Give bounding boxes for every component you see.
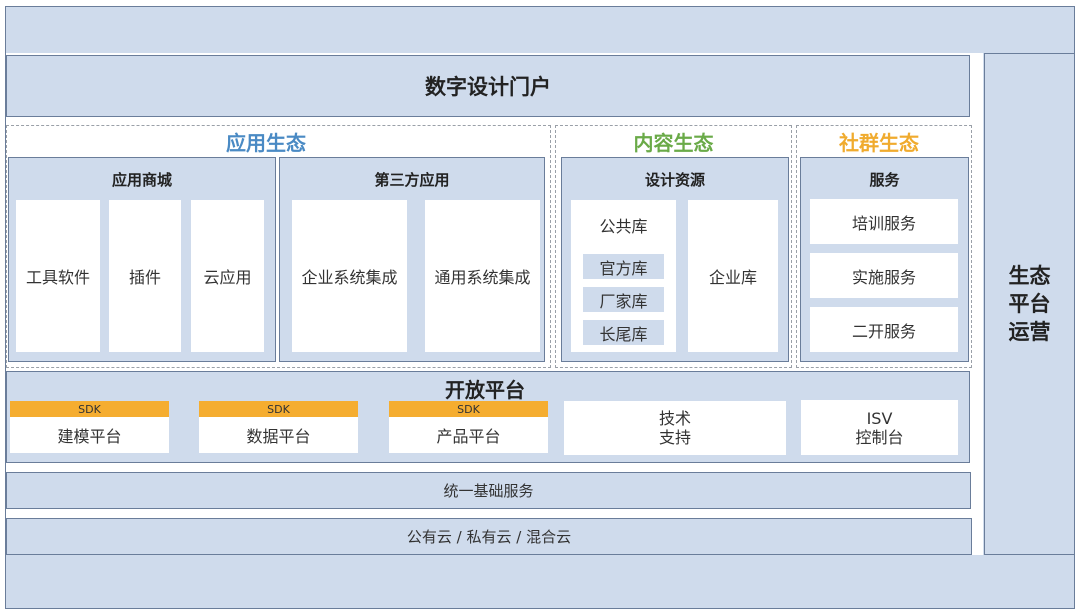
design-resources-title: 设计资源: [644, 170, 705, 189]
sdk-card-data[interactable]: SDK 数据平台: [199, 401, 358, 453]
sdk-card-label: 建模平台: [10, 417, 169, 453]
base-services-label: 统一基础服务: [443, 482, 534, 500]
operations-line-1: 生态: [1008, 264, 1051, 288]
service-implementation[interactable]: 实施服务: [810, 253, 958, 298]
app-ecosystem-region: [6, 125, 551, 368]
sdk-badge: SDK: [10, 401, 169, 417]
public-lib-official[interactable]: 官方库: [583, 254, 664, 279]
item-label: 二开服务: [851, 321, 916, 341]
service-training[interactable]: 培训服务: [810, 199, 958, 244]
item-label: 插件: [128, 268, 161, 287]
operations-column[interactable]: 生态 平台 运营: [984, 53, 1075, 555]
item-label: 企业系统集成: [301, 268, 398, 287]
item-label: 长尾库: [599, 324, 648, 344]
public-lib-longtail[interactable]: 长尾库: [583, 320, 664, 345]
sdk-badge: SDK: [389, 401, 548, 417]
sdk-card-label: 产品平台: [389, 417, 548, 453]
item-label: 厂家库: [599, 291, 648, 311]
cloud-label: 公有云 / 私有云 / 混合云: [406, 528, 572, 546]
item-label: 实施服务: [851, 267, 916, 287]
portal-title: 数字设计门户: [425, 75, 551, 99]
app-store-item-tools[interactable]: 工具软件: [16, 200, 100, 352]
cloud-bar[interactable]: 公有云 / 私有云 / 混合云: [6, 518, 972, 555]
third-party-item-enterprise[interactable]: 企业系统集成: [292, 200, 407, 352]
operations-line-2: 平台: [1008, 292, 1051, 316]
community-ecosystem-title: 社群生态: [839, 130, 919, 155]
isv-console-line-1: ISV: [866, 408, 893, 428]
sdk-card-modeling[interactable]: SDK 建模平台: [10, 401, 169, 453]
item-label: 云应用: [203, 268, 252, 287]
sdk-card-label: 数据平台: [199, 417, 358, 453]
item-label: 培训服务: [851, 213, 916, 233]
public-lib-vendor[interactable]: 厂家库: [583, 287, 664, 312]
tech-support-card[interactable]: 技术 支持: [564, 401, 786, 455]
community-ecosystem-region: [796, 125, 972, 368]
third-party-item-general[interactable]: 通用系统集成: [425, 200, 540, 352]
base-services-bar[interactable]: 统一基础服务: [6, 472, 971, 509]
service-secondary-dev[interactable]: 二开服务: [810, 307, 958, 352]
item-label: 企业库: [708, 268, 757, 287]
item-label: 通用系统集成: [434, 268, 531, 287]
services-title: 服务: [869, 170, 900, 189]
content-ecosystem-title: 内容生态: [633, 130, 714, 155]
isv-console-line-2: 控制台: [855, 427, 904, 447]
portal-bar[interactable]: 数字设计门户: [6, 55, 970, 117]
item-label: 官方库: [599, 258, 648, 278]
sdk-card-product[interactable]: SDK 产品平台: [389, 401, 548, 453]
sdk-badge: SDK: [199, 401, 358, 417]
tech-support-line-2: 支持: [658, 428, 691, 447]
app-store-item-plugins[interactable]: 插件: [109, 200, 181, 352]
app-store-item-cloud-apps[interactable]: 云应用: [191, 200, 264, 352]
isv-console-card[interactable]: ISV 控制台: [801, 400, 958, 455]
open-platform-title: 开放平台: [445, 377, 525, 402]
public-library-title: 公共库: [599, 217, 648, 236]
app-ecosystem-title: 应用生态: [226, 130, 306, 155]
app-store-title: 应用商城: [111, 170, 172, 189]
operations-line-3: 运营: [1008, 320, 1051, 344]
content-ecosystem-region: [555, 125, 792, 368]
enterprise-library-box[interactable]: 企业库: [688, 200, 778, 352]
third-party-title: 第三方应用: [374, 170, 450, 189]
tech-support-line-1: 技术: [658, 409, 691, 428]
item-label: 工具软件: [25, 268, 90, 287]
